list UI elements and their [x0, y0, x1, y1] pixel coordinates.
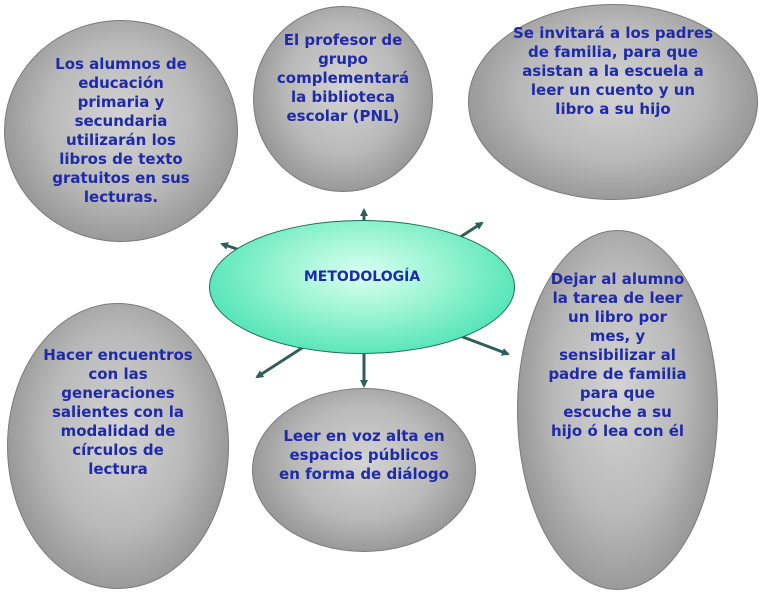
node-profesor: El profesor de grupo complementará la bi… — [253, 6, 433, 192]
node-padres-text: Se invitará a los padres de familia, par… — [513, 23, 714, 118]
node-padres: Se invitará a los padres de familia, par… — [468, 4, 758, 200]
center-node: METODOLOGÍA — [209, 220, 515, 354]
node-libros-texto-text: Los alumnos de educación primaria y secu… — [52, 55, 190, 206]
node-profesor-text: El profesor de grupo complementará la bi… — [276, 30, 410, 125]
node-voz-alta: Leer en voz alta en espacios públicos en… — [252, 388, 476, 552]
node-voz-alta-text: Leer en voz alta en espacios públicos en… — [279, 426, 449, 483]
node-encuentros: Hacer encuentros con las generaciones sa… — [7, 303, 229, 589]
arrow-down-left — [255, 344, 306, 379]
node-encuentros-text: Hacer encuentros con las generaciones sa… — [43, 345, 193, 478]
node-tarea: Dejar al alumno la tarea de leer un libr… — [517, 230, 718, 590]
node-libros-texto: Los alumnos de educación primaria y secu… — [4, 20, 238, 242]
node-tarea-text: Dejar al alumno la tarea de leer un libr… — [548, 269, 687, 440]
arrow-down-right — [454, 332, 510, 356]
center-label: METODOLOGÍA — [303, 269, 421, 285]
